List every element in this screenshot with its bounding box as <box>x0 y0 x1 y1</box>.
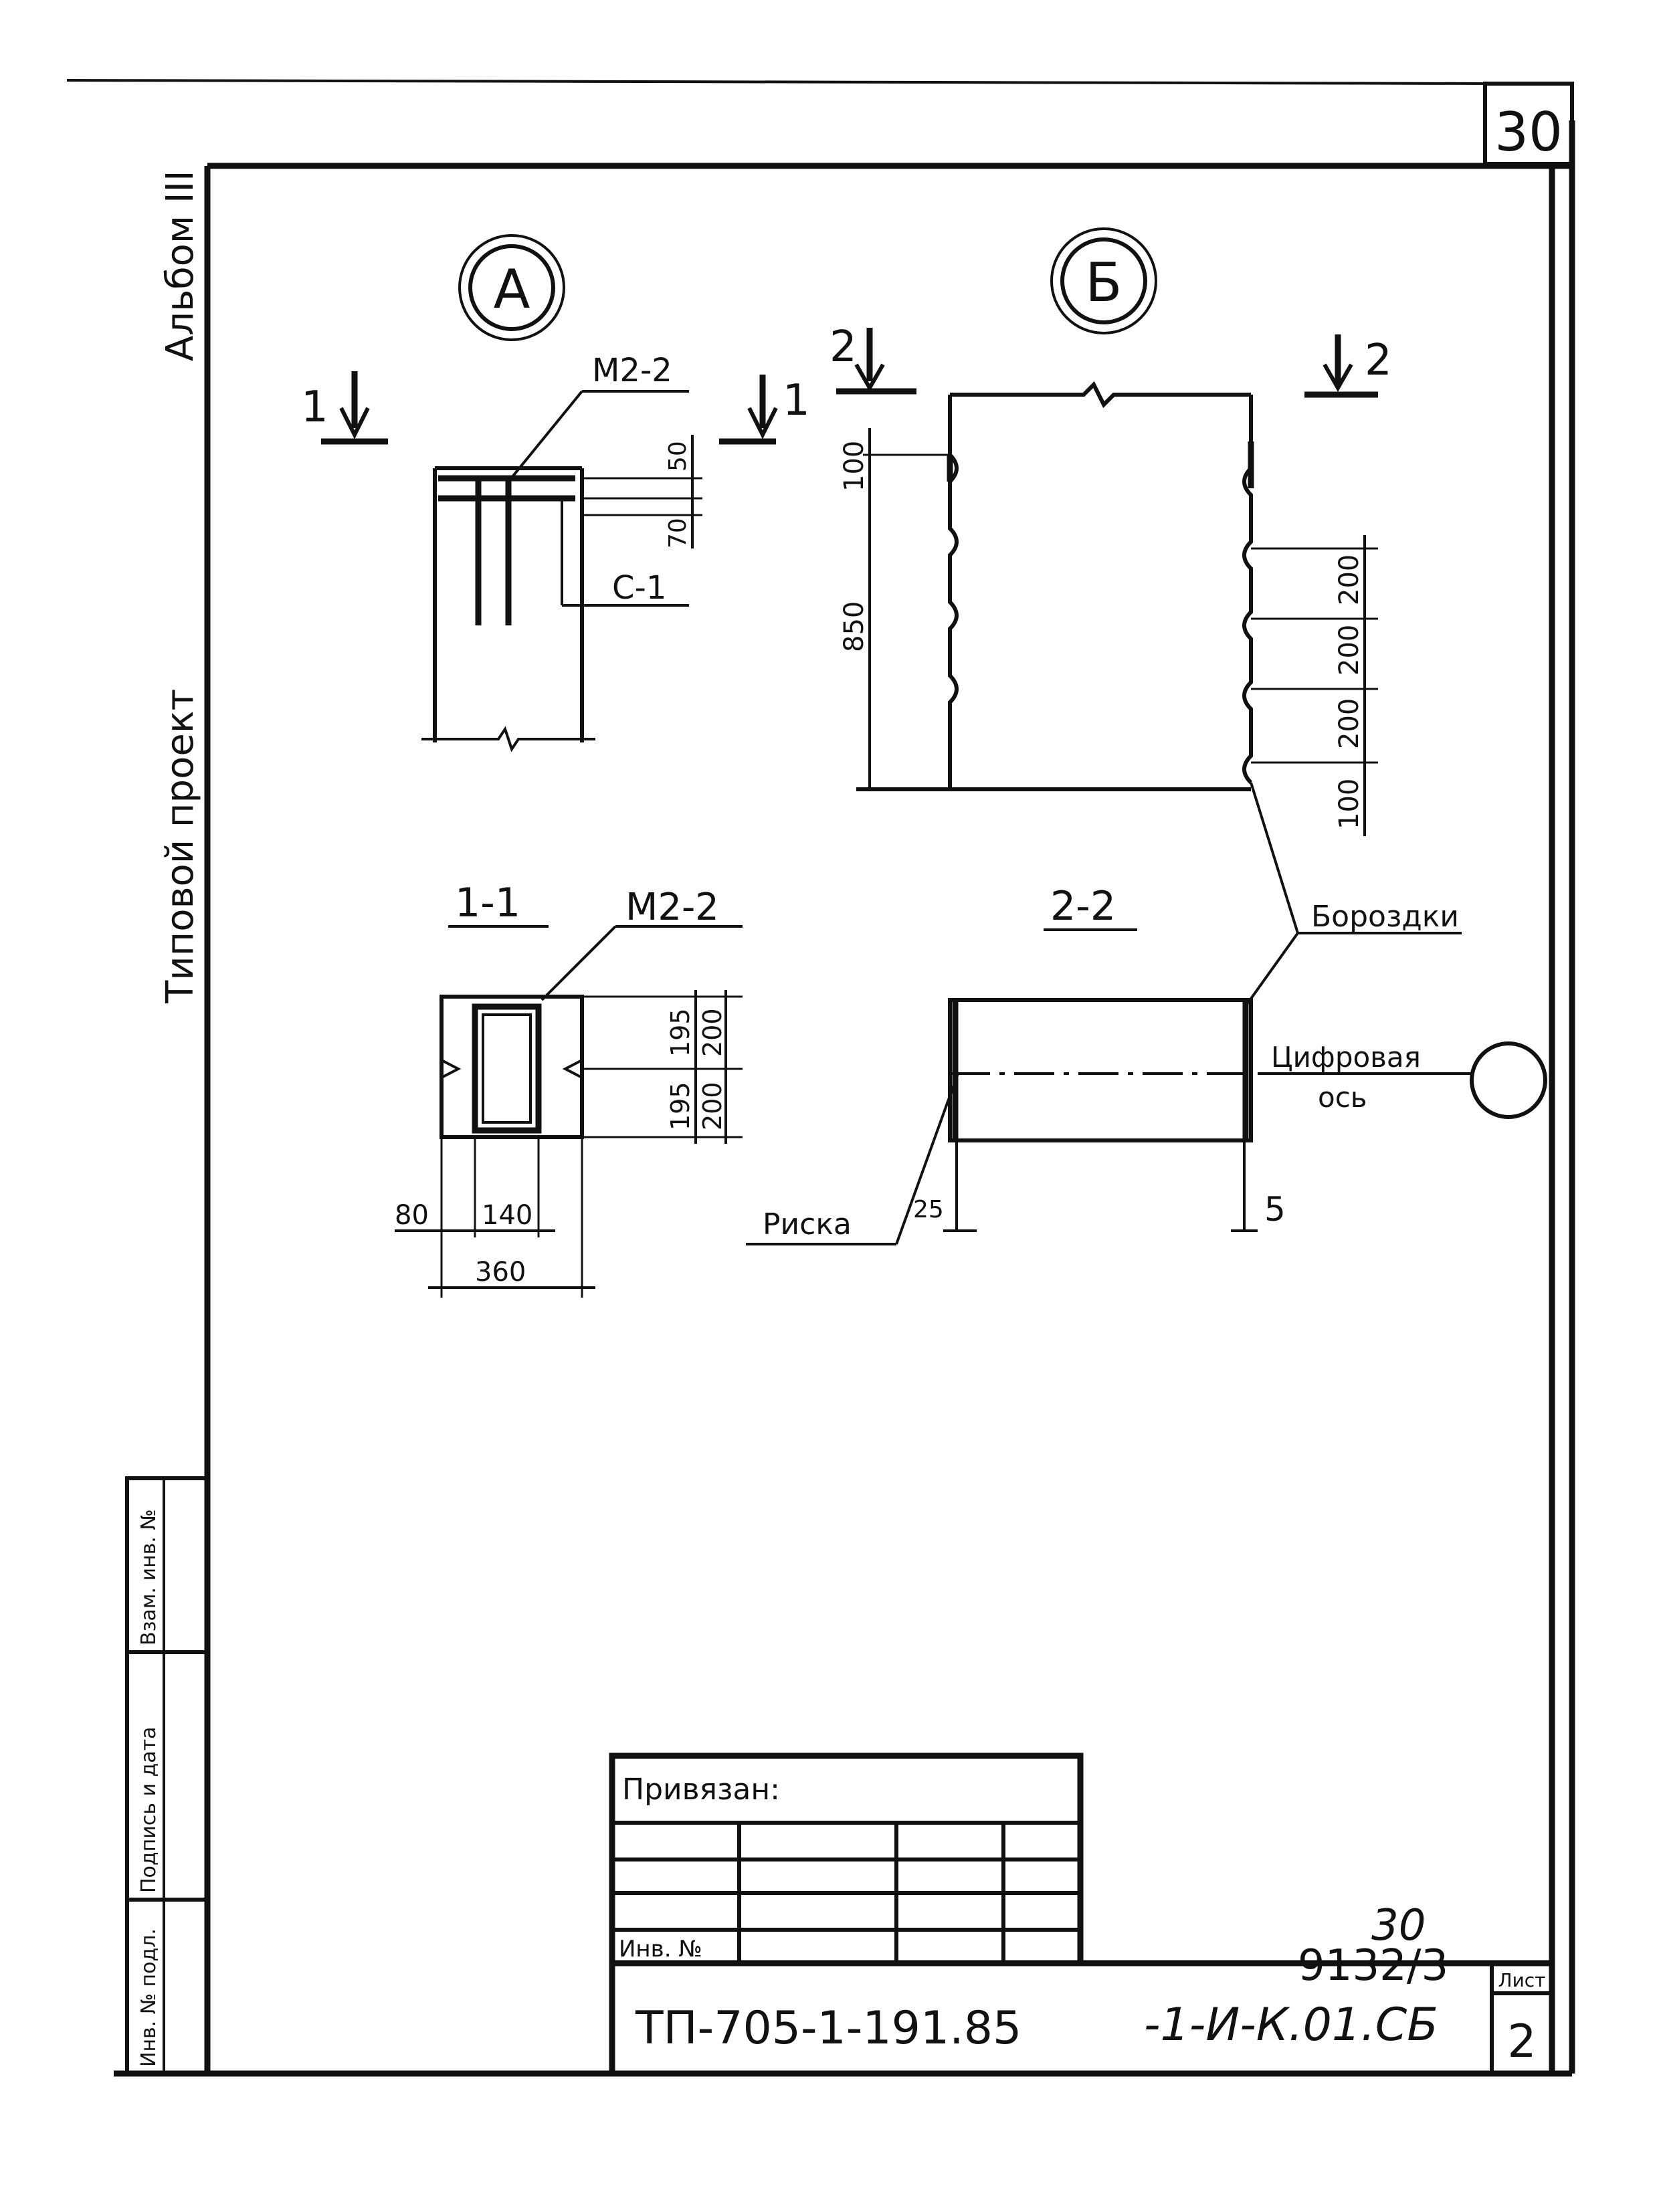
section-2-2-groove-leader-2 <box>1250 782 1299 934</box>
section-2-2-dim-25: 25 <box>913 1196 944 1223</box>
sheet-number: 2 <box>1507 2015 1536 2068</box>
detail-b-right-dim-3: 200 <box>1334 698 1365 749</box>
section-1-1-dim-195-upper: 195 <box>666 1008 695 1057</box>
section-1-1-notch-right <box>562 1059 583 1079</box>
sheet-label: Лист <box>1498 1969 1546 1991</box>
detail-a-marker-letter: А <box>494 258 530 320</box>
detail-b-right-edge <box>1242 395 1253 785</box>
detail-a-dim-top: 50 <box>664 441 692 472</box>
stamp-inv-original: Инв. № подл. <box>137 1928 161 2067</box>
detail-a-dim-second: 70 <box>664 518 692 548</box>
section-1-1: 1-1 М2-2 195 195 200 200 80 140 360 <box>395 880 743 1298</box>
detail-b-left-edge <box>948 395 959 789</box>
detail-b-marker-outer <box>1050 227 1157 334</box>
detail-b-marker-inner <box>1060 237 1147 324</box>
title-block: Привязан: Инв. № ТП-705-1-191.85 -1-И-К.… <box>609 1752 1555 2077</box>
section-2-2-axis-label-2: ось <box>1318 1081 1367 1114</box>
detail-a-rod-label: С-1 <box>612 569 666 607</box>
sheet-ref-top: 30 <box>1371 1901 1426 1950</box>
detail-b-right-dim-2: 200 <box>1334 625 1365 676</box>
detail-b-left-dim-850: 850 <box>839 601 870 652</box>
section-2-2-groove-leader-1 <box>1246 932 1299 1005</box>
section-1-1-body <box>440 995 584 1139</box>
detail-a-marker-outer <box>458 234 565 341</box>
detail-b-marker-letter: Б <box>1086 252 1123 314</box>
section-2-2-groove-label: Бороздки <box>1311 900 1459 934</box>
cut-2-left-number: 2 <box>830 322 857 372</box>
cut-2-left-arrowhead <box>854 363 885 393</box>
stamp-signature-date: Подпись и дата <box>137 1727 161 1894</box>
section-1-1-embed-label: М2-2 <box>625 886 719 929</box>
section-2-2-axis-bubble <box>1470 1041 1547 1119</box>
sheet-reference: 30 9132/3 <box>1298 1901 1448 1991</box>
detail-a: А 1 1 С-1 М2-2 50 70 <box>301 234 810 752</box>
section-1-1-dim-200-lower: 200 <box>698 1082 727 1130</box>
linked-label: Привязан: <box>622 1773 780 1807</box>
section-2-2-axis-label-1: Цифровая <box>1271 1041 1421 1074</box>
corner-number-cell <box>1483 82 1574 166</box>
album-label: Альбом III <box>159 171 202 362</box>
stamp-column <box>125 1476 209 2076</box>
section-1-1-title: 1-1 <box>455 880 520 926</box>
section-1-1-dim-80: 80 <box>395 1200 429 1231</box>
detail-a-marker-inner <box>468 244 555 331</box>
section-1-1-dim-195-lower: 195 <box>666 1082 695 1130</box>
doc-code: ТП-705-1-191.85 <box>635 2002 1021 2055</box>
detail-b-right-dim-4: 100 <box>1334 779 1365 829</box>
section-1-1-dim-360: 360 <box>475 1257 526 1288</box>
section-2-2-mark-leader <box>895 1073 959 1245</box>
section-2-2-mark-label: Риска <box>763 1207 852 1241</box>
cut-1-right-number: 1 <box>783 376 810 425</box>
outer-top-edge <box>66 79 1499 85</box>
corner-number: 30 <box>1494 101 1563 163</box>
detail-b-left-dim-100: 100 <box>839 441 870 492</box>
section-2-2-title: 2-2 <box>1050 883 1116 930</box>
detail-b-break-line <box>950 381 1251 409</box>
project-label: Типовой проект <box>159 689 202 1004</box>
cut-2-right-number: 2 <box>1365 336 1392 385</box>
stamp-replacement-inv: Взам. инв. № <box>137 1509 161 1645</box>
detail-a-embed-label: М2-2 <box>592 352 672 389</box>
cut-1-left-number: 1 <box>301 383 328 432</box>
cut-2-right-arrowhead <box>1323 363 1353 393</box>
cut-1-left-arrowhead <box>339 407 370 439</box>
section-2-2: 2-2 Бороздки Цифровая ось Риска 25 5 <box>746 782 1547 1245</box>
detail-a-break-line <box>421 726 595 752</box>
section-1-1-dim-200-upper: 200 <box>698 1008 727 1057</box>
detail-a-embed-leader <box>507 390 583 483</box>
section-1-1-dim-140: 140 <box>482 1200 532 1231</box>
section-1-1-embed-leader <box>541 925 617 1001</box>
section-1-1-embed-tube <box>472 1003 542 1134</box>
sheet-frame: 30 <box>66 79 1575 2077</box>
section-2-2-body <box>948 998 1253 1142</box>
detail-b-right-dim-1: 200 <box>1334 555 1365 605</box>
section-1-1-embed-tube-inner <box>482 1013 532 1124</box>
section-2-2-dim-5: 5 <box>1264 1190 1286 1229</box>
cut-1-right-arrowhead <box>747 407 778 439</box>
left-margin: Альбом III Типовой проект Инв. № подл. П… <box>125 171 209 2076</box>
doc-suffix: -1-И-К.01.СБ <box>1144 1999 1438 2051</box>
inv-label: Инв. № <box>619 1936 702 1963</box>
main-stamp <box>609 1960 1555 2077</box>
section-1-1-notch-left <box>441 1059 462 1079</box>
detail-b: Б 2 2 100 850 200 200 200 100 <box>830 227 1392 836</box>
